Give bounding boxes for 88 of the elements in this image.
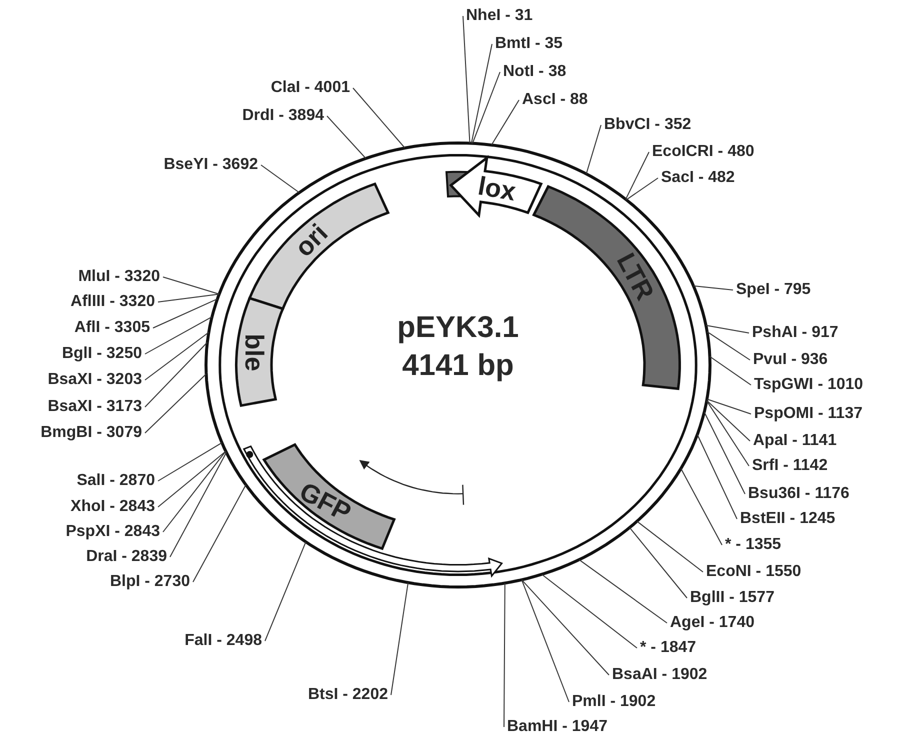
leader-line (521, 579, 570, 702)
restriction-site-label: NheI - 31 (466, 6, 533, 26)
leader-line (706, 400, 750, 442)
leader-line (162, 450, 226, 532)
leader-line (626, 178, 658, 200)
leader-line (636, 520, 704, 572)
leader-line (192, 484, 246, 582)
leader-line (144, 332, 210, 380)
leader-line (706, 400, 750, 466)
leader-line (162, 276, 220, 295)
leader-line (470, 44, 492, 144)
leader-line (696, 434, 738, 520)
restriction-site-label: PvuI - 936 (753, 350, 828, 370)
leader-line (326, 116, 366, 159)
leader-line (706, 324, 750, 334)
restriction-site-label: BglII - 1577 (690, 588, 774, 608)
coding-region-bar (242, 445, 504, 578)
restriction-site-label: DrdI - 3894 (242, 106, 324, 126)
leader-line (586, 124, 602, 174)
feature-band: LTR (532, 184, 681, 390)
restriction-site-label: AgeI - 1740 (670, 613, 754, 633)
leader-line (692, 285, 734, 290)
restriction-site-label: Bsu36I - 1176 (748, 484, 850, 504)
leader-line (704, 412, 746, 494)
leader-line (706, 398, 752, 414)
restriction-site-label: BamHI - 1947 (507, 717, 608, 737)
feature-band: GFP (262, 443, 396, 550)
leader-line (260, 164, 300, 194)
leader-line (152, 298, 218, 328)
leader-line (158, 442, 222, 482)
restriction-site-label: AflIII - 3320 (70, 292, 155, 312)
restriction-site-label: NotI - 38 (503, 62, 566, 82)
restriction-site-label: PmlI - 1902 (572, 692, 656, 712)
restriction-site-label: BsaXI - 3173 (48, 397, 142, 417)
restriction-site-label: BlpI - 2730 (110, 572, 190, 592)
restriction-site-label: EcoNI - 1550 (706, 562, 802, 582)
restriction-site-label: BsaAI - 1902 (612, 665, 708, 685)
leader-line (352, 88, 406, 148)
leader-line (578, 559, 668, 624)
restriction-site-label: BtsI - 2202 (308, 685, 388, 705)
restriction-site-label: SrfI - 1142 (752, 456, 828, 476)
restriction-site-label: PshAI - 917 (752, 323, 838, 343)
restriction-site-label: FalI - 2498 (184, 631, 262, 651)
plasmid-name: pEYK3.1 (396, 310, 520, 346)
restriction-site-label: MluI - 3320 (78, 267, 160, 287)
leader-line (521, 579, 610, 676)
restriction-site-label: BseYI - 3692 (164, 155, 258, 175)
restriction-site-label: PspXI - 2843 (66, 522, 160, 542)
plasmid-size: 4141 bp (401, 348, 515, 384)
restriction-site-label: TspGWI - 1010 (754, 375, 864, 395)
restriction-site-label: ApaI - 1141 (753, 431, 837, 451)
leader-line (144, 374, 207, 434)
restriction-site-label: BstEII - 1245 (740, 509, 836, 529)
restriction-site-label: XhoI - 2843 (70, 497, 155, 517)
restriction-site-label: ClaI - 4001 (270, 78, 350, 98)
restriction-site-label: AscI - 88 (522, 90, 588, 110)
feature-band: ori (248, 182, 390, 310)
leader-line (680, 468, 722, 546)
leader-line (491, 100, 520, 146)
leader-line (144, 316, 212, 354)
leader-line (709, 356, 752, 386)
restriction-site-label: * - 1355 (725, 535, 782, 555)
restriction-site-label: AflI - 3305 (74, 318, 150, 338)
restriction-site-label: BglI - 3250 (62, 344, 142, 364)
restriction-site-label: PspOMI - 1137 (754, 404, 862, 424)
leader-line (706, 331, 750, 360)
restriction-site-label: DraI - 2839 (86, 547, 167, 567)
leader-line (629, 527, 688, 598)
leader-line (264, 541, 306, 642)
restriction-site-label: * - 1847 (640, 638, 696, 658)
leader-line (390, 582, 409, 696)
leader-line (158, 294, 220, 302)
restriction-site-label: BmgBI - 3079 (40, 423, 142, 443)
leader-line (625, 152, 650, 200)
leader-line (170, 452, 227, 558)
restriction-site-label: SalI - 2870 (76, 471, 155, 491)
restriction-site-label: SpeI - 795 (736, 280, 811, 300)
restriction-site-label: BmtI - 35 (495, 34, 563, 54)
leader-line (541, 574, 638, 648)
leader-line (472, 72, 500, 144)
restriction-site-label: EcoICRI - 480 (652, 142, 754, 162)
leader-line (504, 582, 506, 728)
restriction-site-label: BbvCI - 352 (604, 115, 692, 135)
leader-line (158, 450, 226, 508)
leader-line (462, 16, 470, 144)
leader-line (144, 342, 208, 408)
restriction-site-label: BsaXI - 3203 (48, 370, 142, 390)
feature-band: ble (234, 296, 284, 408)
